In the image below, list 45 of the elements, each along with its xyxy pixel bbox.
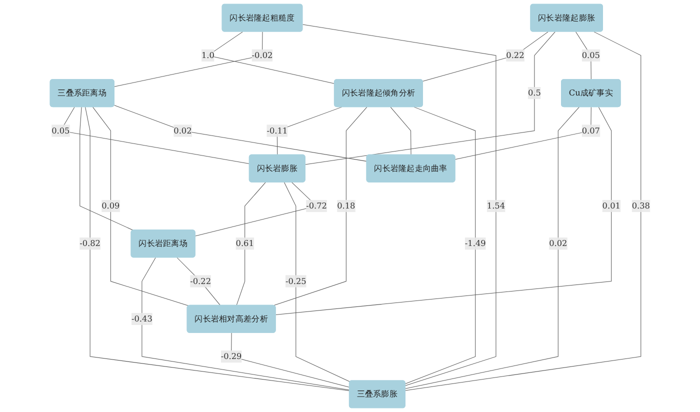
edge-label: 0.01 [602,200,620,211]
edge-label: 0.22 [506,50,524,60]
edge-label: -1.49 [464,238,486,248]
connector [114,32,263,87]
edge-label: 1.54 [486,200,506,211]
edge-label: -0.22 [190,276,212,286]
edge-label: 0.02 [174,126,192,136]
connector [276,106,342,156]
connector [575,32,592,80]
connector [176,257,221,306]
edge-label: 0.05 [582,50,600,60]
connector [455,106,592,160]
edge-label: 0.18 [337,200,356,211]
connector [405,106,580,389]
edge-label: -0.82 [80,238,100,248]
connector [405,32,642,391]
edge-label: 0.61 [236,238,254,248]
connector [302,24,496,386]
edge-label: 0.5 [528,88,541,98]
connector [236,182,266,306]
edge-label: -0.11 [266,126,288,136]
connector [422,32,548,82]
connector [231,332,350,388]
edge-label: 0.07 [582,126,600,136]
connector [284,182,350,382]
edge-label: -0.72 [306,200,327,211]
edge-label: 1.0 [201,50,214,60]
edge-label: -0.43 [132,314,152,324]
connector [80,106,134,230]
connector [390,106,412,156]
edge-label: -0.25 [285,276,306,286]
edge-label: 0.02 [549,238,568,248]
edge-label: -0.29 [220,351,242,362]
connector [405,106,476,384]
connector [273,106,368,306]
edge-label: 0.09 [102,200,120,211]
connector [92,106,189,306]
connector [85,106,350,392]
connector [114,105,368,162]
edge-label: 0.38 [632,200,650,211]
connector [142,257,350,390]
edge-label: -0.02 [252,50,273,60]
edge-label: 0.05 [52,126,70,136]
connector [276,106,612,316]
connector [305,32,556,165]
